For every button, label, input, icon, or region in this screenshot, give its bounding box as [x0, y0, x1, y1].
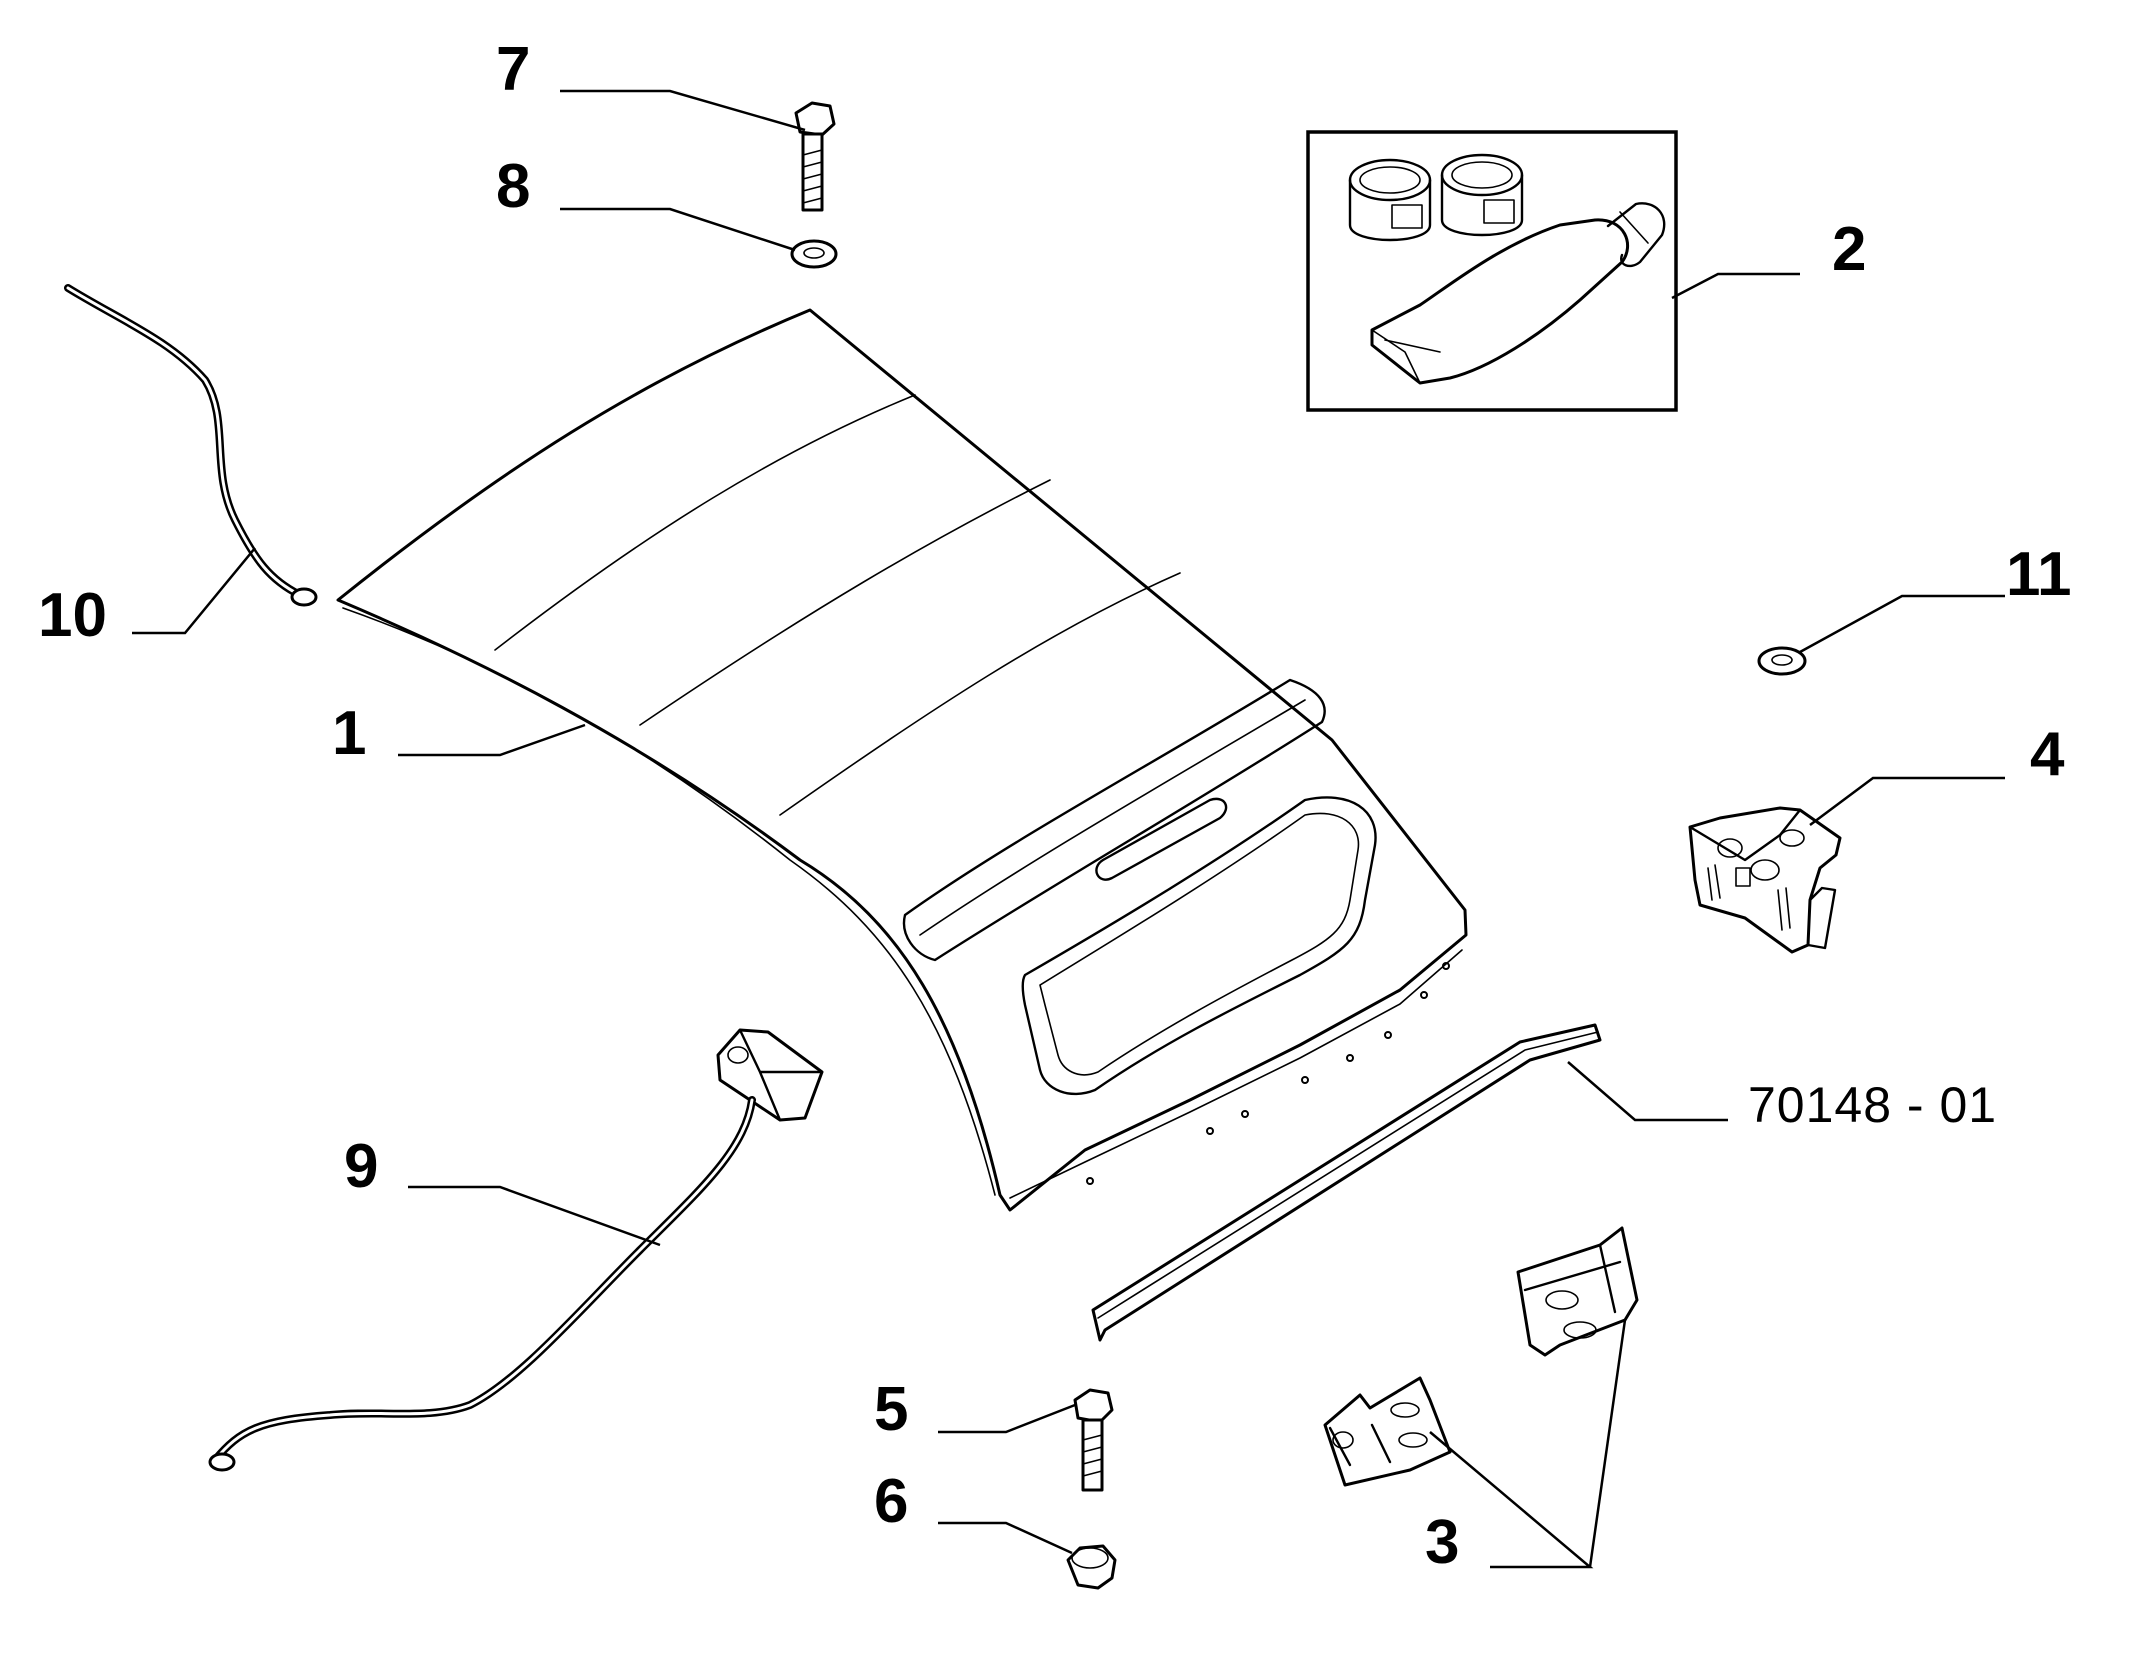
- callout-3: 3: [1425, 1508, 1459, 1577]
- callout-10: 10: [38, 581, 107, 650]
- seal-strip-part: [1091, 1023, 1602, 1342]
- cable-bracket-part: [208, 1028, 824, 1472]
- callout-9: 9: [344, 1132, 378, 1201]
- bolt-lower-part: [1073, 1388, 1114, 1492]
- brackets-part: [1323, 1226, 1639, 1487]
- callout-1: 1: [332, 699, 366, 768]
- bolt-upper-part: [794, 101, 836, 212]
- leader-8: [560, 207, 796, 252]
- leader-6: [938, 1521, 1073, 1555]
- leader-2: [1671, 272, 1800, 300]
- repair-kit-part: [1306, 130, 1678, 412]
- bracket-right-part: [1688, 806, 1842, 954]
- callout-2: 2: [1832, 215, 1866, 284]
- callout-5: 5: [874, 1375, 908, 1444]
- leader-ref: [1567, 1061, 1728, 1122]
- leader-9: [408, 1185, 661, 1247]
- leader-lines: [132, 89, 2005, 1569]
- callout-11: 11: [2006, 540, 2072, 609]
- callout-7: 7: [496, 35, 530, 104]
- leader-4: [1809, 776, 2005, 827]
- callout-4: 4: [2030, 720, 2065, 789]
- leader-3b: [1588, 1319, 1627, 1568]
- leader-11: [1799, 594, 2005, 654]
- washer-upper-part: [790, 239, 838, 269]
- leader-7: [560, 89, 806, 132]
- leader-1: [398, 723, 586, 757]
- reference-code: 70148 - 01: [1748, 1077, 1997, 1133]
- callout-6: 6: [874, 1467, 908, 1536]
- washer-right-part: [1757, 646, 1807, 676]
- roof-flange-holes: [1086, 962, 1450, 1185]
- leader-5: [938, 1403, 1076, 1434]
- leader-10: [132, 547, 256, 635]
- nut-part: [1066, 1544, 1117, 1590]
- callouts: 1 2 3 4 5 6 7 8 9 10 11 70148 - 01: [38, 35, 2072, 1577]
- callout-8: 8: [496, 152, 530, 221]
- cable-upper-part: [64, 284, 318, 607]
- roof-part: [336, 308, 1468, 1212]
